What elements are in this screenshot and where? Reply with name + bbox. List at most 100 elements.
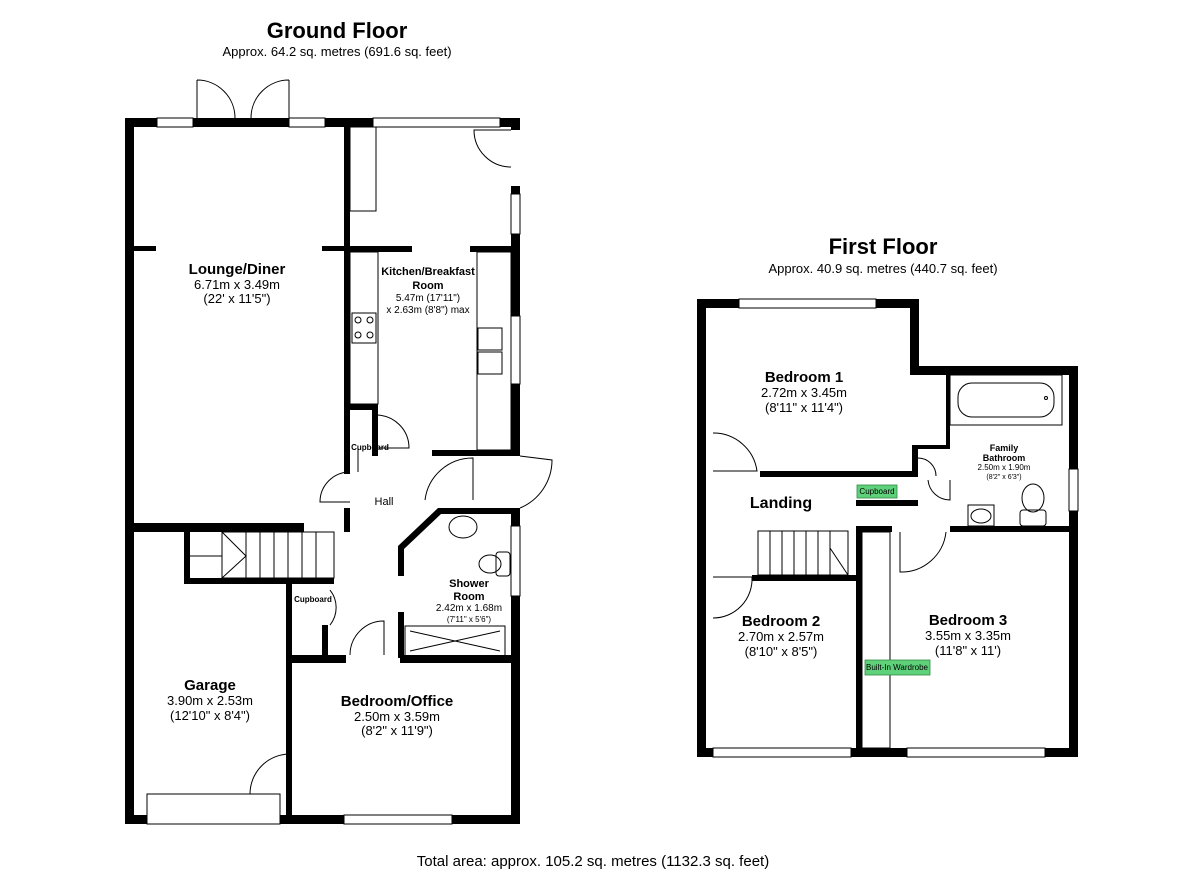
bedroom1-dim-imperial: (8'11" x 11'4") xyxy=(765,400,843,415)
kitchen-back-door-icon xyxy=(473,129,512,168)
cupboard-door-icon xyxy=(917,457,937,477)
bedroom2-door-icon xyxy=(712,576,753,619)
kitchen-dim-line2: x 2.63m (8'8") max xyxy=(386,305,469,316)
ground-floor-walls xyxy=(125,118,520,824)
wall-bottom-mid xyxy=(280,815,344,824)
window-bedroom3 xyxy=(906,747,1046,758)
wall-top-right xyxy=(876,299,919,308)
kitchen-worktop-right xyxy=(476,251,512,451)
landing-label: Landing xyxy=(750,495,812,512)
first-floor: First Floor Approx. 40.9 sq. metres (440… xyxy=(697,234,1079,758)
hob-ring xyxy=(354,316,362,324)
wall-bottom-b xyxy=(851,748,907,757)
wall-bed2-top xyxy=(752,575,856,581)
window-bedroom2 xyxy=(712,747,852,758)
bedroom3-label: Bedroom 3 xyxy=(929,612,1007,629)
sink-bowl-icon xyxy=(477,327,503,351)
garage-dim-imperial: (12'10" x 8'4") xyxy=(170,708,250,723)
wardrobe-outline xyxy=(861,531,891,749)
first-floor-fixtures xyxy=(861,374,1063,749)
window-lounge-left xyxy=(156,117,194,128)
cupboard-hall-label: Cupboard xyxy=(351,443,389,452)
bedroom2-dim-imperial: (8'10" x 8'5") xyxy=(745,644,818,659)
wall-stair-bottom xyxy=(184,578,334,584)
bedroom-office-door-icon xyxy=(349,620,385,656)
window-bathroom xyxy=(1068,468,1079,512)
kitchen-dim-line1: 5.47m (17'11") xyxy=(396,293,460,304)
window-kitchen-side xyxy=(510,193,521,235)
window-bedroom1 xyxy=(738,298,877,309)
wall-top-left xyxy=(125,118,157,127)
wall-kitchen-stub-right xyxy=(470,246,512,252)
ground-floor-internal-walls xyxy=(134,127,512,818)
wall-bedroom-top-left xyxy=(286,655,346,663)
lounge-diner-label: Lounge/Diner xyxy=(189,261,286,278)
wall-lounge-stub-left xyxy=(134,246,156,251)
wall-top-mid xyxy=(193,118,289,127)
first-floor-doors xyxy=(712,432,951,619)
wall-left xyxy=(125,118,134,824)
cupboard-lower-door-icon xyxy=(329,589,337,626)
kitchen-door-icon xyxy=(375,414,410,449)
bedroom3-door-icon xyxy=(899,531,947,573)
toilet-cistern-icon xyxy=(495,551,511,577)
first-floor-title: First Floor xyxy=(829,234,938,259)
built-in-wardrobe-tag-label: Built-In Wardrobe xyxy=(866,663,929,672)
window-bedroom-office xyxy=(343,814,453,825)
hob-ring xyxy=(366,316,374,324)
toilet-bowl-icon xyxy=(478,554,502,574)
shower-room-label-line1: Shower xyxy=(449,578,489,590)
wall-cupboard-left xyxy=(912,445,918,477)
basin-icon xyxy=(448,515,478,539)
wall-bathroom-top xyxy=(910,366,1078,375)
bathroom-label-line2: Bathroom xyxy=(983,453,1026,463)
wall-bed2-bed3 xyxy=(856,526,862,757)
wall-cupboard-top xyxy=(912,445,946,449)
window-kitchen-sink xyxy=(510,315,521,385)
bathroom-door-icon xyxy=(927,479,951,501)
wall-garage-right xyxy=(286,578,292,818)
wall-bed1-right xyxy=(910,299,919,371)
cupboard-tag-label: Cupboard xyxy=(859,487,894,496)
kitchen-worktop-top xyxy=(349,126,377,212)
window-shower xyxy=(510,525,521,597)
hall-label: Hall xyxy=(375,496,394,508)
bedroom1-label: Bedroom 1 xyxy=(765,369,843,386)
wall-right-c xyxy=(511,384,520,456)
first-floor-internal-walls xyxy=(752,375,1078,757)
basin-icon xyxy=(967,504,995,527)
bath-icon xyxy=(949,374,1063,426)
bedroom1-dim-metric: 2.72m x 3.45m xyxy=(761,385,847,400)
wall-right-b xyxy=(511,234,520,316)
stair-treads xyxy=(769,531,831,575)
wall-kitchen-stub-left xyxy=(344,246,412,252)
wall-lounge-bottom xyxy=(134,523,304,532)
shower-tray-cross xyxy=(409,630,501,652)
kitchen-label-line1: Kitchen/Breakfast xyxy=(381,266,475,278)
wall-bathroom-left xyxy=(946,375,950,449)
wall-shower-left xyxy=(398,612,404,658)
first-floor-windows xyxy=(712,298,1079,758)
shower-room-dim-imperial: (7'11" x 5'6") xyxy=(447,615,491,624)
toilet-cistern-icon xyxy=(1019,509,1047,527)
wall-bottom-a xyxy=(697,748,713,757)
wall-right-d xyxy=(511,508,520,526)
shower-room-label-line2: Room xyxy=(453,591,484,603)
window-kitchen-top xyxy=(372,117,501,128)
front-door-right-icon xyxy=(519,455,553,509)
sink-bowl-icon xyxy=(477,351,503,375)
stairs-icon xyxy=(757,530,849,576)
cupboard-tag xyxy=(856,484,898,499)
wall-bed3-top-right xyxy=(950,526,1078,532)
wall-right-a xyxy=(511,186,520,194)
ground-floor-title: Ground Floor xyxy=(267,18,408,43)
first-floor-walls xyxy=(697,299,1078,757)
cupboard-lower-label: Cupboard xyxy=(294,595,332,604)
wall-left xyxy=(697,299,706,757)
french-door-left-icon xyxy=(196,79,236,119)
wall-bottom-c xyxy=(1045,748,1078,757)
bedroom3-dim-imperial: (11'8" x 11') xyxy=(935,643,1001,658)
ground-floor-windows xyxy=(146,117,521,825)
wall-top-kitchen-right xyxy=(500,118,520,127)
wall-top-left xyxy=(697,299,739,308)
